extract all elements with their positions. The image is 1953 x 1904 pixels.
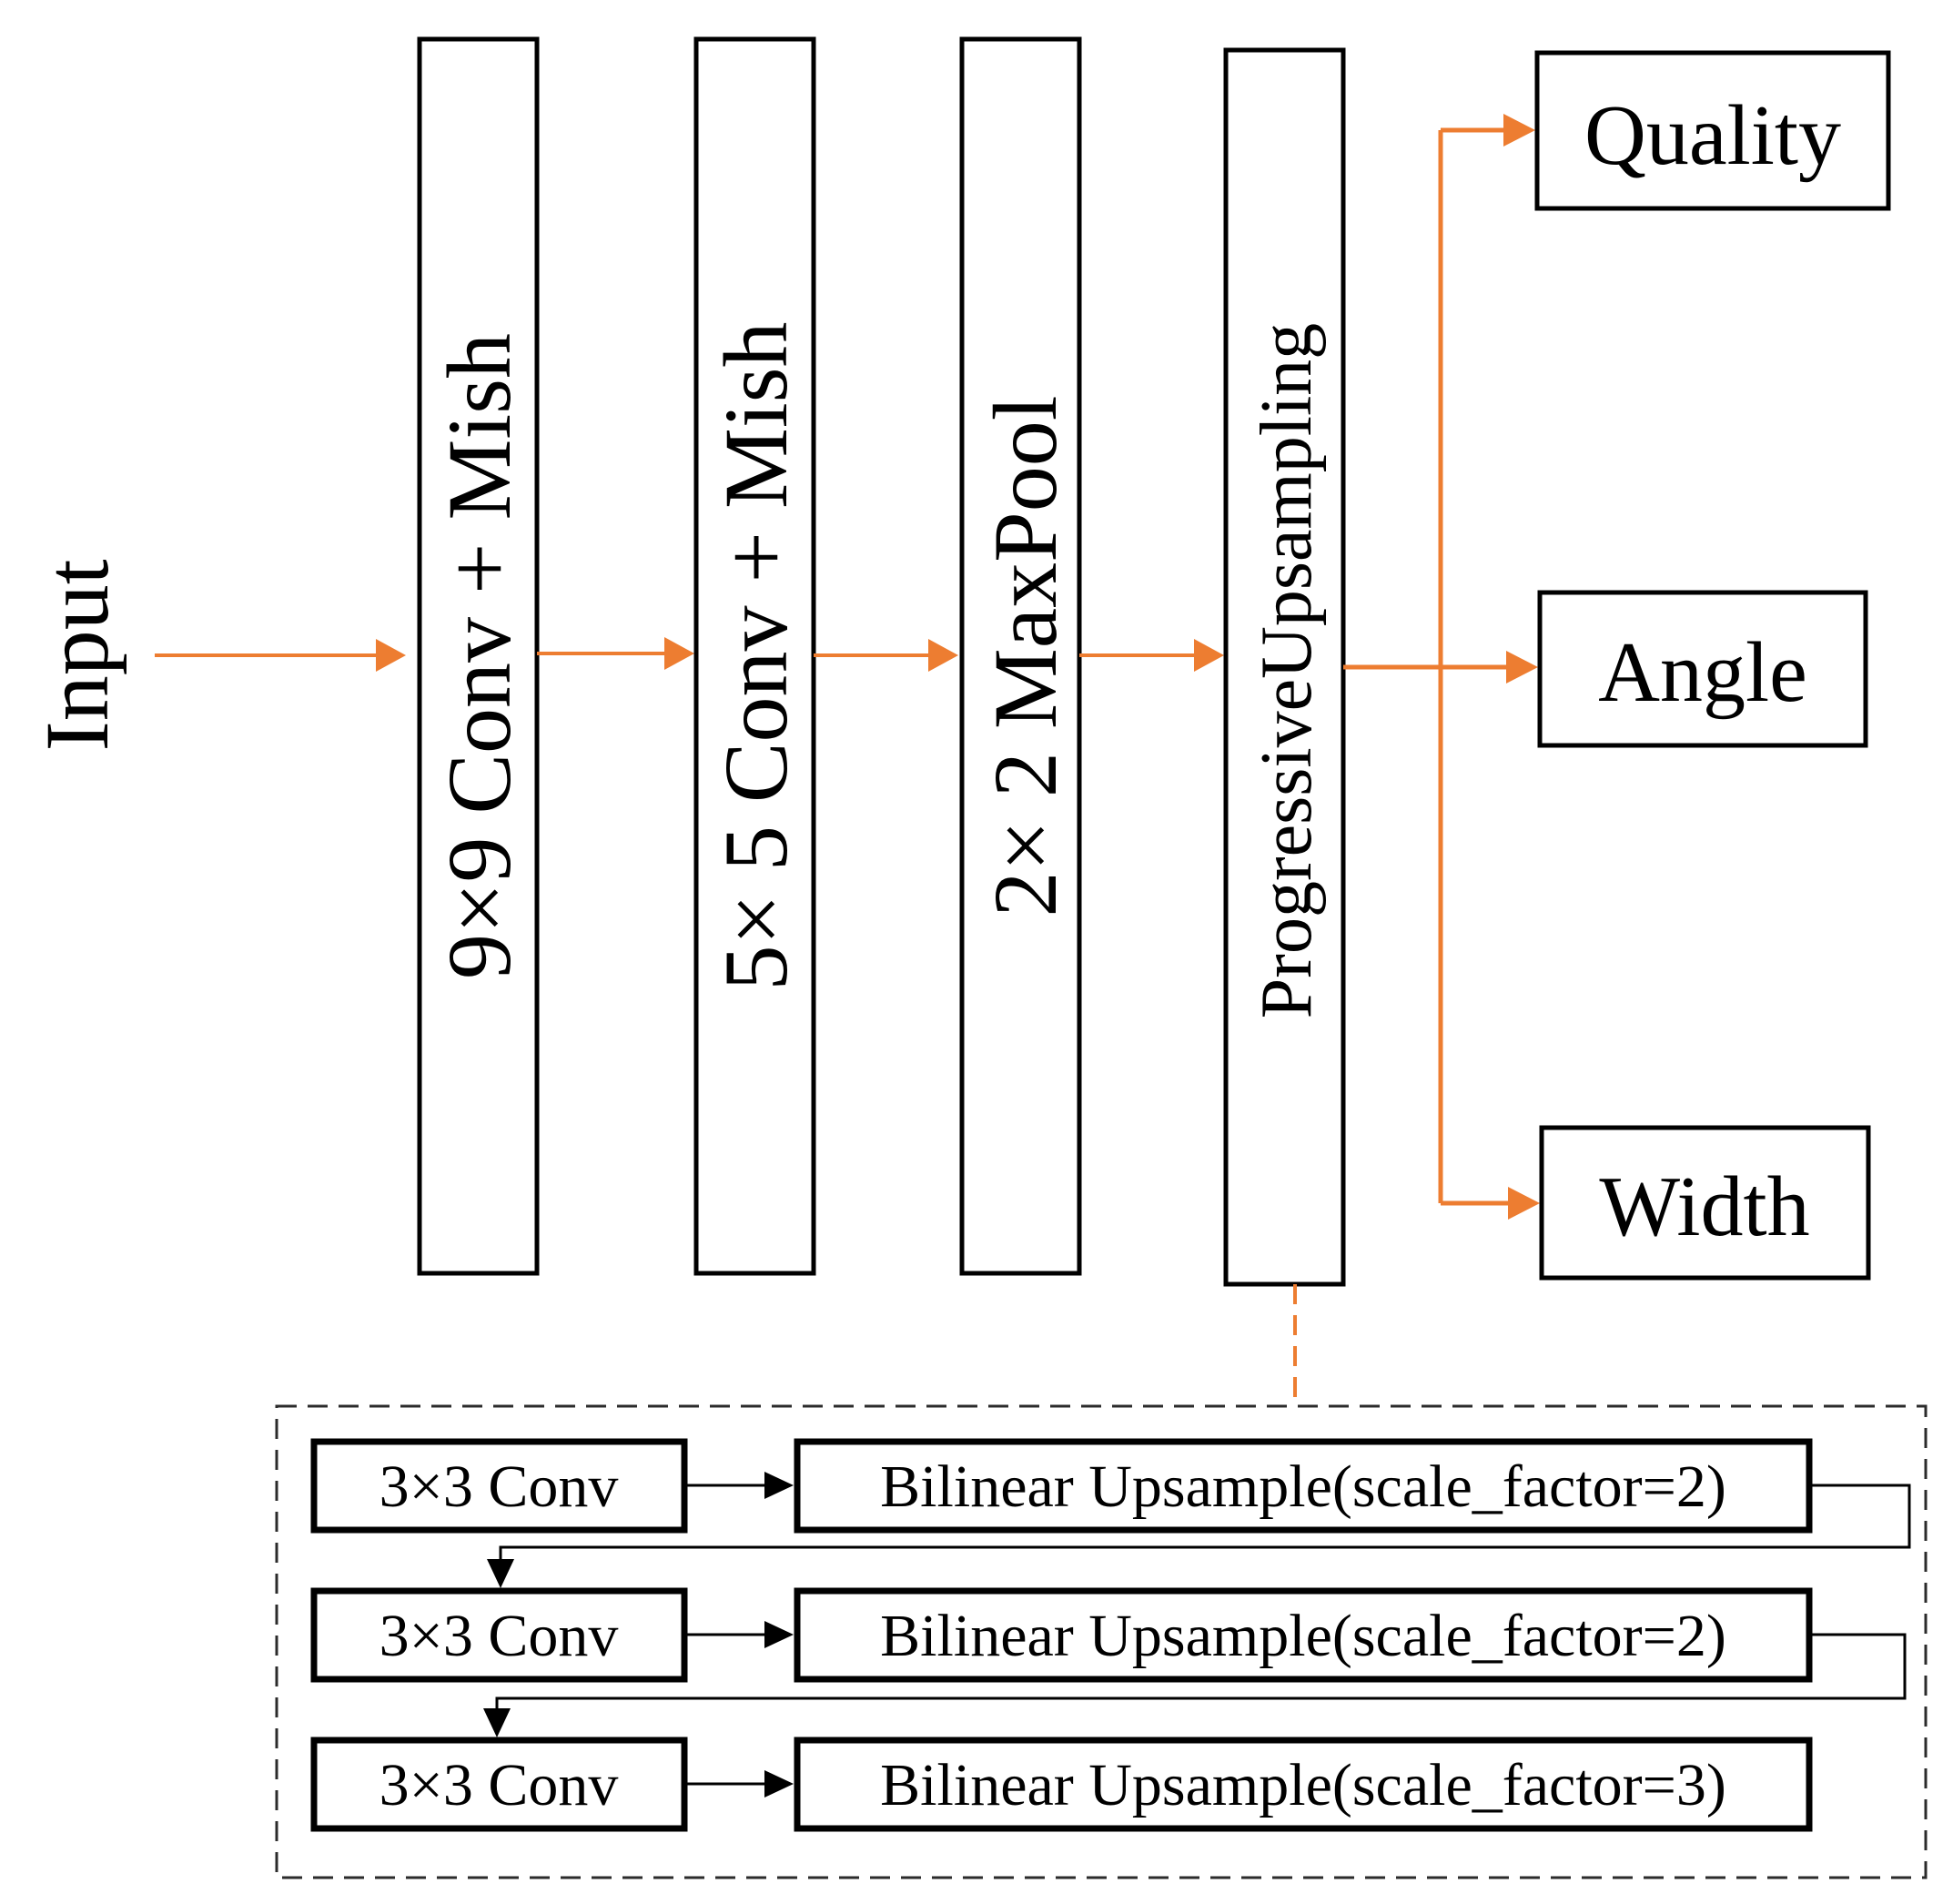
detail-row-1-upsample: Bilinear Upsample(scale_factor=2) xyxy=(880,1453,1726,1520)
output-width-label: Width xyxy=(1599,1160,1809,1254)
detail-row-3-upsample: Bilinear Upsample(scale_factor=3) xyxy=(880,1752,1726,1818)
arrow-conv9-to-conv5 xyxy=(537,637,694,670)
detail-row-2: 3×3 Conv Bilinear Upsample(scale_factor=… xyxy=(310,1587,1907,1737)
arrow-input-to-conv9 xyxy=(155,639,406,672)
arrow-maxpool-to-upsampling xyxy=(1079,639,1224,672)
output-quality: Quality xyxy=(1534,50,1891,211)
arrow-conv5-to-maxpool xyxy=(814,639,958,672)
output-width: Width xyxy=(1539,1125,1871,1281)
detail-row-2-conv: 3×3 Conv xyxy=(379,1603,619,1669)
detail-row-1-conv: 3×3 Conv xyxy=(379,1453,619,1520)
stage-maxpool: 2× 2 MaxPool xyxy=(959,36,1082,1276)
stage-conv5-label: 5× 5 Conv + Mish xyxy=(705,321,806,990)
stage-conv5-mish: 5× 5 Conv + Mish xyxy=(693,36,816,1276)
stage-upsampling-label: ProgressiveUpsampling xyxy=(1247,323,1327,1018)
detail-row-1: 3×3 Conv Bilinear Upsample(scale_factor=… xyxy=(310,1438,1911,1588)
input-label: Input xyxy=(26,559,127,751)
detail-row-3-conv: 3×3 Conv xyxy=(379,1752,619,1818)
stage-progressive-upsampling: ProgressiveUpsampling xyxy=(1223,47,1346,1287)
stage-maxpool-label: 2× 2 MaxPool xyxy=(975,395,1076,917)
upsampling-detail-frame xyxy=(275,1404,1928,1879)
output-quality-label: Quality xyxy=(1584,88,1841,183)
stage-conv9-label: 9×9 Conv + Mish xyxy=(429,333,530,979)
output-branch-arrows xyxy=(1343,114,1540,1220)
stage-conv9-mish: 9×9 Conv + Mish xyxy=(417,36,540,1276)
detail-row-3: 3×3 Conv Bilinear Upsample(scale_factor=… xyxy=(310,1737,1813,1832)
output-angle-label: Angle xyxy=(1598,625,1807,720)
output-angle: Angle xyxy=(1537,590,1868,748)
detail-row-2-upsample: Bilinear Upsample(scale_factor=2) xyxy=(880,1603,1726,1669)
